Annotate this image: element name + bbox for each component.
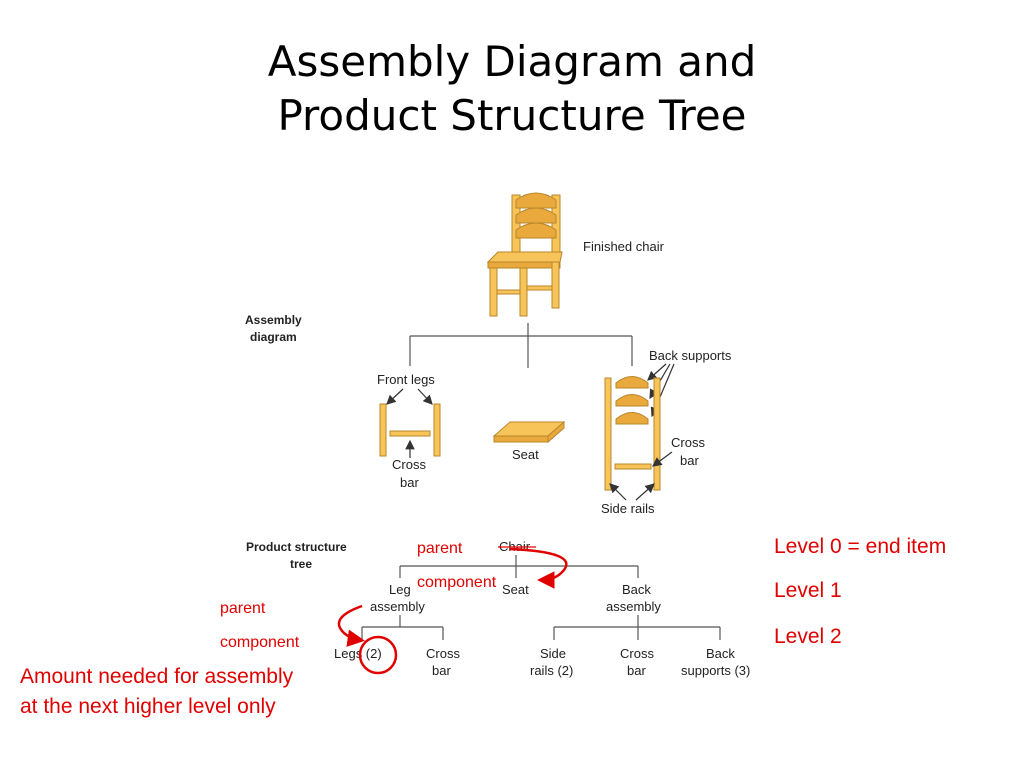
tree-node-cross-bar-b-2: bar [627, 663, 646, 678]
assembly-diagram-label-1: Assembly [245, 313, 302, 327]
title-line-1: Assembly Diagram and [267, 37, 757, 86]
annotation-component-top: component [417, 574, 497, 591]
annotation-parent-top: parent [417, 540, 463, 557]
chair-side-crossbar [526, 285, 553, 291]
slide-title: Assembly Diagram and Product Structure T… [0, 35, 1024, 143]
chair-back-slat-3 [515, 222, 557, 239]
tree-node-cross-bar-1: Cross [426, 646, 460, 661]
assembly-diagram-label-2: diagram [250, 330, 297, 344]
front-cross-bar [389, 430, 431, 437]
tree-node-leg-assembly-1: Leg [389, 582, 411, 597]
tree-node-cross-bar-2: bar [432, 663, 451, 678]
chair-seat-edge [487, 261, 561, 269]
annotation-amount-line-1: Amount needed for assembly [20, 665, 294, 688]
tree-connectors-level2 [361, 615, 721, 640]
tree-node-side-rails-2: rails (2) [530, 663, 573, 678]
chair-back-slat-2 [515, 207, 557, 224]
side-rails-label: Side rails [601, 501, 655, 516]
back-supports-label: Back supports [649, 348, 732, 363]
chair-front-leg-right [519, 267, 528, 317]
parent-component-arrow-top [509, 547, 568, 589]
cross-bar-left-label-1: Cross [392, 457, 426, 472]
cross-bar-right-label-2: bar [680, 453, 699, 468]
seat-piece-side [547, 420, 565, 444]
back-cross-bar [614, 463, 652, 470]
product-structure-label-1: Product structure [246, 540, 347, 554]
side-rail-left [604, 377, 612, 491]
quantity-highlight-circle [358, 635, 398, 675]
annotation-component-left: component [220, 634, 300, 651]
tree-connectors-level1 [399, 555, 639, 578]
finished-chair-label: Finished chair [583, 239, 665, 254]
chair-seat [486, 251, 563, 263]
product-structure-label-2: tree [290, 557, 312, 571]
cross-bar-right-label-1: Cross [671, 435, 705, 450]
assembly-connector [409, 323, 633, 368]
front-leg-right [433, 403, 441, 457]
chair-back-slat-1 [515, 192, 557, 209]
annotation-amount-line-2: at the next higher level only [20, 695, 276, 718]
back-support-3 [615, 412, 649, 425]
level-1-label: Level 1 [774, 579, 842, 602]
tree-node-legs: Legs (2) [334, 646, 382, 661]
tree-node-back-assembly-2: assembly [606, 599, 661, 614]
seat-piece-edge [493, 435, 549, 443]
chair-front-crossbar [496, 289, 521, 295]
chair-front-leg-left [489, 267, 498, 317]
title-line-2: Product Structure Tree [277, 91, 747, 140]
side-rail-right [653, 377, 661, 491]
tree-node-side-rails-1: Side [540, 646, 566, 661]
seat-label: Seat [512, 447, 539, 462]
tree-node-cross-bar-b-1: Cross [620, 646, 654, 661]
level-2-label: Level 2 [774, 625, 842, 648]
chair-back-leg-right [551, 261, 560, 309]
annotation-parent-left: parent [220, 600, 266, 617]
parent-component-arrow-left [337, 604, 365, 647]
finished-chair-illustration [486, 192, 563, 317]
front-legs-label: Front legs [377, 372, 435, 387]
tree-node-back-assembly-1: Back [622, 582, 651, 597]
tree-node-back-supports-1: Back [706, 646, 735, 661]
tree-node-leg-assembly-2: assembly [370, 599, 425, 614]
back-support-2 [615, 394, 649, 407]
tree-node-back-supports-2: supports (3) [681, 663, 750, 678]
tree-node-seat: Seat [502, 582, 529, 597]
level-0-label: Level 0 = end item [774, 535, 946, 558]
cross-bar-left-label-2: bar [400, 475, 419, 490]
back-support-1 [615, 376, 649, 389]
front-leg-left [379, 403, 387, 457]
